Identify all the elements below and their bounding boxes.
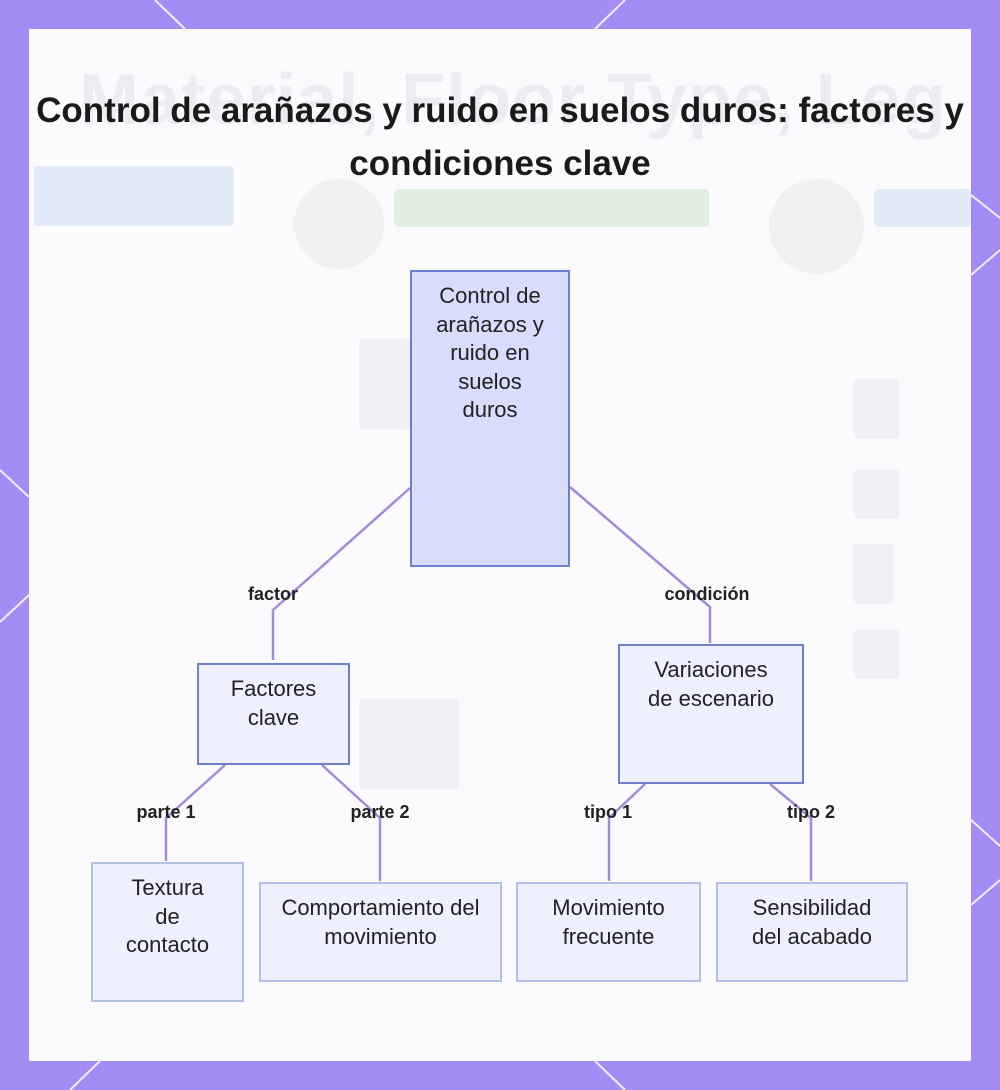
background-ghost-circle: [294, 179, 384, 269]
node-factores-clave-label: Factores clave: [230, 676, 317, 730]
node-movimiento-frecuente: Movimiento frecuente: [516, 882, 701, 982]
node-root-label: Control de arañazos y ruido en suelos du…: [436, 283, 544, 422]
node-movimiento-frecuente-label: Movimiento frecuente: [552, 895, 665, 949]
edge-factores-comportamiento: [321, 764, 382, 881]
edge-variaciones-sensibilidad: [769, 783, 813, 881]
edge-label-tipo1: tipo 1: [584, 802, 632, 822]
background-ghost-block: [359, 699, 459, 789]
background-watermark-text: Material, Floor Type, Leg Fit: [79, 60, 971, 140]
background-ghost-circle: [769, 179, 864, 274]
node-factores-clave: Factores clave: [197, 663, 350, 765]
background-ghost-block: [854, 629, 899, 679]
node-root: Control de arañazos y ruido en suelos du…: [410, 270, 570, 567]
diagram-title: Control de arañazos y ruido en suelos du…: [36, 91, 964, 183]
node-comportamiento-movimiento-label: Comportamiento del movimiento: [281, 895, 480, 949]
edge-label-condicion: condición: [664, 584, 750, 604]
node-sensibilidad-acabado: Sensibilidad del acabado: [716, 882, 908, 982]
background-ghost-block: [394, 189, 709, 227]
edge-label-tipo2: tipo 2: [787, 802, 835, 822]
edge-variaciones-movimiento: [607, 783, 646, 881]
edge-root-factores: [271, 487, 411, 660]
edge-label-parte1: parte 1: [136, 802, 196, 822]
background-ghost-block: [854, 544, 894, 604]
background-ghost-block: [34, 166, 234, 226]
edge-factores-textura: [164, 764, 226, 861]
node-textura-contacto: Textura de contacto: [91, 862, 244, 1002]
node-variaciones-escenario-label: Variaciones de escenario: [648, 657, 774, 711]
background-ghost-block: [874, 189, 971, 227]
edge-root-variaciones: [569, 486, 712, 643]
background-ghost-block: [854, 469, 899, 519]
node-sensibilidad-acabado-label: Sensibilidad del acabado: [752, 895, 872, 949]
node-textura-contacto-label: Textura de contacto: [125, 875, 210, 957]
background-ghost-block: [359, 339, 419, 429]
node-comportamiento-movimiento: Comportamiento del movimiento: [259, 882, 502, 982]
edge-label-parte2: parte 2: [350, 802, 410, 822]
background-ghost-block: [854, 379, 899, 439]
edge-label-factor: factor: [247, 584, 298, 604]
node-variaciones-escenario: Variaciones de escenario: [618, 644, 804, 784]
